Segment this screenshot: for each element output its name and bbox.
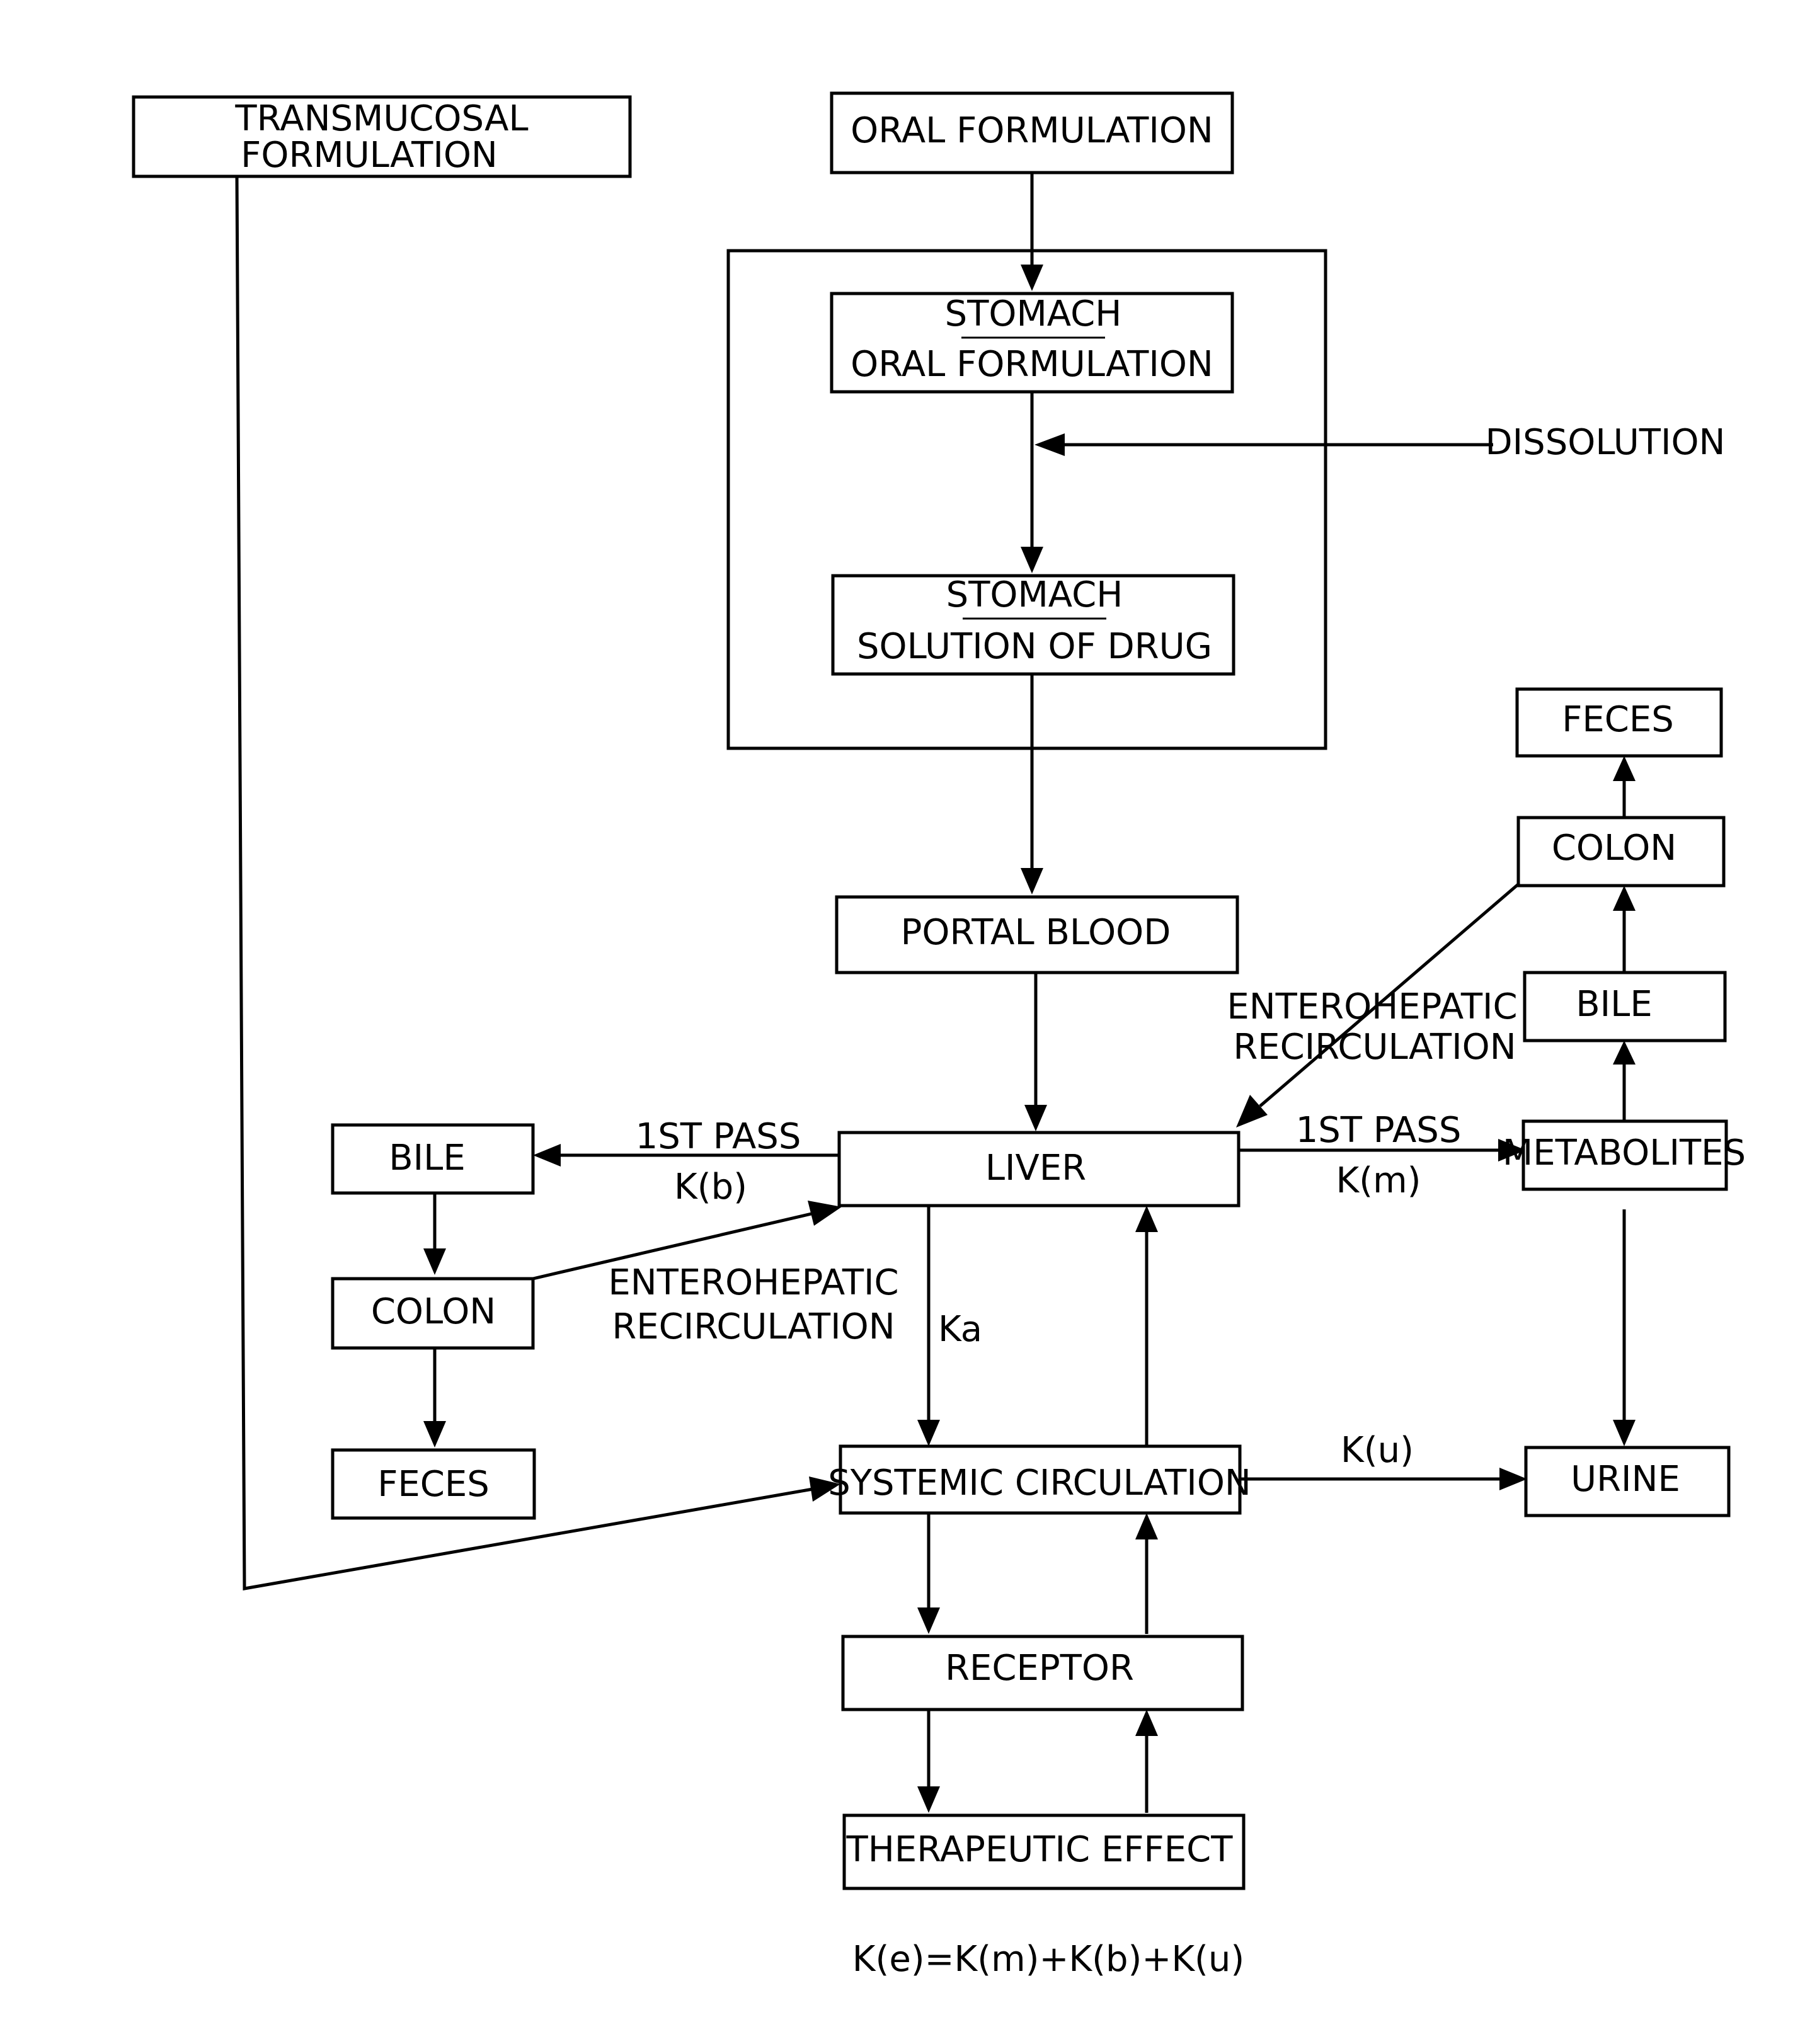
arrowhead [423, 1421, 446, 1447]
node-portal-blood: PORTAL BLOOD [837, 897, 1237, 973]
node-label: LIVER [985, 1148, 1086, 1189]
node-feces-left: FECES [333, 1450, 534, 1518]
arrowhead [423, 1248, 446, 1275]
node-label: RECEPTOR [945, 1648, 1134, 1689]
arrowhead [1499, 1468, 1527, 1490]
arrowhead [917, 1607, 940, 1634]
arrowhead [1613, 1041, 1636, 1065]
arrowhead [917, 1420, 940, 1446]
node-label: ORAL FORMULATION [851, 110, 1213, 151]
node-label: BILE [1576, 984, 1653, 1025]
ka-label: Ka [938, 1309, 982, 1350]
node-label: SYSTEMIC CIRCULATION [828, 1463, 1251, 1504]
node-label-line2: SOLUTION OF DRUG [857, 626, 1212, 667]
node-label: PORTAL BLOOD [901, 912, 1171, 953]
arrowhead [1135, 1206, 1158, 1232]
km-label: K(m) [1336, 1160, 1421, 1201]
node-receptor: RECEPTOR [843, 1636, 1242, 1710]
arrowhead [1021, 868, 1043, 894]
node-liver: LIVER [839, 1133, 1239, 1206]
ku-label: K(u) [1341, 1430, 1414, 1471]
edge-transmucosal-to-systemic [237, 176, 813, 1589]
arrowhead [1236, 1095, 1268, 1128]
node-label-line2: ORAL FORMULATION [851, 344, 1213, 385]
arrowhead [1613, 886, 1636, 911]
node-metabolites: METABOLITES [1503, 1121, 1746, 1189]
node-label: COLON [371, 1291, 496, 1332]
arrowhead [1613, 1420, 1636, 1446]
node-therapeutic-effect: THERAPEUTIC EFFECT [844, 1815, 1244, 1888]
kb-label: K(b) [674, 1167, 747, 1208]
node-label: COLON [1552, 828, 1676, 869]
node-label: FECES [377, 1464, 490, 1505]
enterohepatic-right-line2: RECIRCULATION [1233, 1027, 1516, 1068]
arrowhead [1024, 1105, 1047, 1131]
node-label: URINE [1571, 1459, 1680, 1500]
enterohepatic-right-line1: ENTEROHEPATIC [1227, 986, 1517, 1027]
node-label: BILE [389, 1138, 466, 1179]
node-systemic-circulation: SYSTEMIC CIRCULATION [828, 1446, 1251, 1513]
node-stomach-oral-formulation: STOMACH ORAL FORMULATION [832, 294, 1232, 392]
node-feces-right: FECES [1517, 689, 1721, 756]
node-colon-left: COLON [333, 1279, 533, 1348]
node-label-line2: FORMULATION [241, 135, 498, 176]
elimination-equation: K(e)=K(m)+K(b)+K(u) [852, 1939, 1244, 1980]
dissolution-label: DISSOLUTION [1486, 422, 1726, 463]
node-urine: URINE [1526, 1447, 1729, 1516]
arrowhead [917, 1786, 940, 1813]
arrowhead [1613, 756, 1636, 781]
node-label: METABOLITES [1503, 1133, 1746, 1173]
first-pass-left-label: 1ST PASS [636, 1116, 801, 1157]
node-label: THERAPEUTIC EFFECT [846, 1829, 1234, 1870]
arrowhead [1021, 547, 1043, 573]
arrowhead [1021, 265, 1043, 291]
node-colon-right: COLON [1518, 818, 1724, 886]
node-transmucosal-formulation: TRANSMUCOSAL FORMULATION [134, 97, 630, 176]
node-bile-left: BILE [333, 1125, 533, 1193]
arrowhead [533, 1144, 561, 1167]
arrowhead [808, 1201, 842, 1226]
first-pass-right-label: 1ST PASS [1296, 1110, 1462, 1151]
arrowhead [1135, 1710, 1158, 1736]
node-label-line1: TRANSMUCOSAL [234, 98, 528, 139]
node-heading: STOMACH [946, 574, 1123, 615]
node-bile-right: BILE [1525, 973, 1725, 1041]
node-heading: STOMACH [945, 294, 1122, 334]
node-stomach-solution-of-drug: STOMACH SOLUTION OF DRUG [833, 574, 1234, 674]
node-oral-formulation: ORAL FORMULATION [832, 93, 1232, 173]
node-label: FECES [1562, 699, 1674, 740]
arrowhead [1135, 1513, 1158, 1539]
enterohepatic-left-line1: ENTEROHEPATIC [608, 1262, 898, 1303]
arrowhead [1034, 433, 1065, 456]
enterohepatic-left-line2: RECIRCULATION [612, 1306, 895, 1347]
